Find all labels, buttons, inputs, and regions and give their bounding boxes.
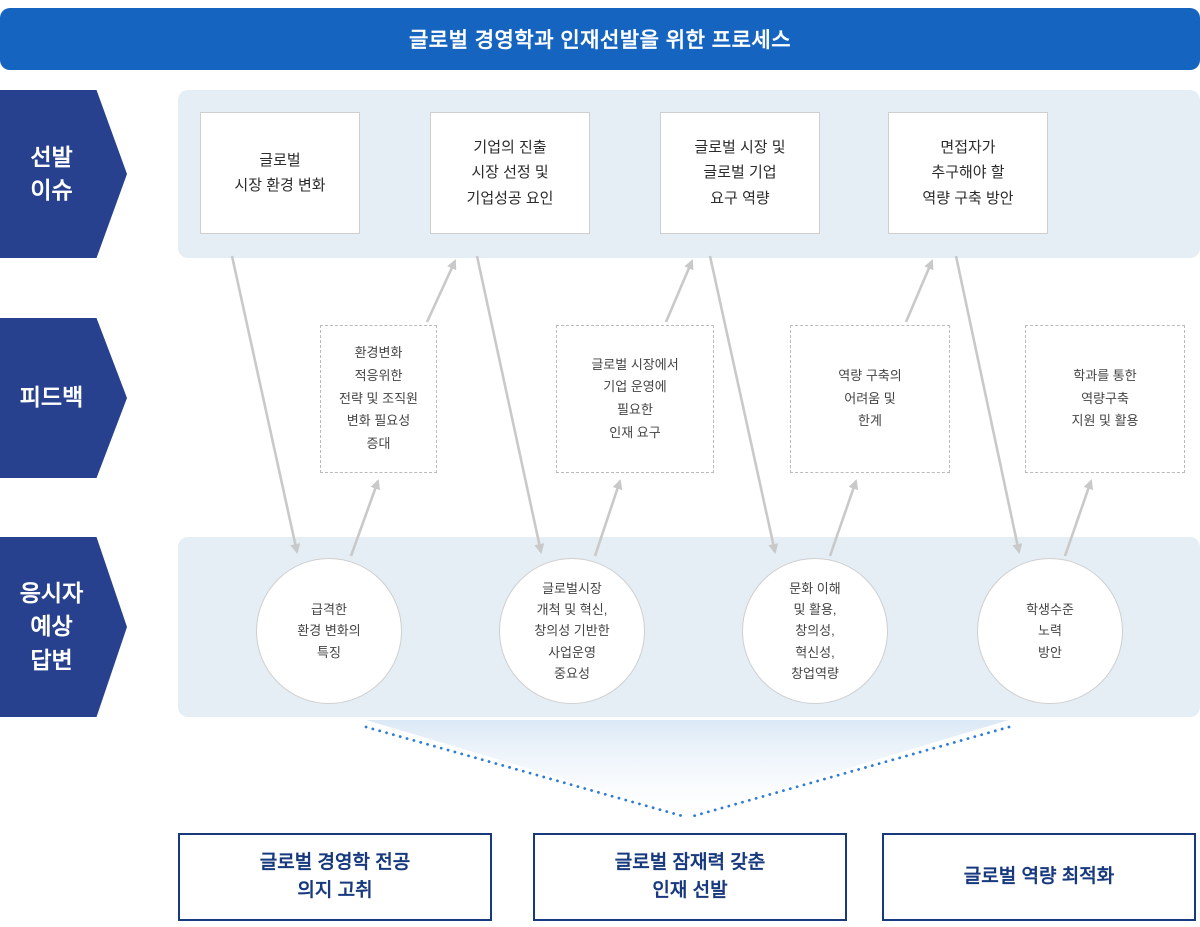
issue-box-text: 글로벌 시장 환경 변화 [234, 151, 326, 195]
issue-box-market-change: 글로벌 시장 환경 변화 [200, 112, 360, 234]
answer-circle-student-effort: 학생수준 노력 방안 [977, 558, 1123, 704]
feedback-box-limitations: 역량 구축의 어려움 및 한계 [790, 325, 950, 473]
answer-circle-culture: 문화 이해 및 활용, 창의성, 혁신성, 창업역량 [742, 558, 888, 704]
feedback-box-department-support: 학과를 통한 역량구축 지원 및 활용 [1025, 325, 1185, 473]
stage-label-selection-issues: 선발 이슈 [30, 143, 73, 203]
issue-box-text: 글로벌 시장 및 글로벌 기업 요구 역량 [694, 138, 786, 207]
arrow-issue1-to-answer1 [230, 255, 301, 554]
diagram-title: 글로벌 경영학과 인재선발을 위한 프로세스 [408, 29, 792, 52]
diagram-title-bar: 글로벌 경영학과 인재선발을 위한 프로세스 [0, 8, 1200, 70]
funnel-right-line [688, 725, 1011, 819]
arrow-issue2-to-answer2 [475, 255, 545, 554]
stage-label-feedback: 피드백 [19, 384, 84, 411]
answer-circle-text: 글로벌시장 개척 및 혁신, 창의성 기반한 사업운영 중요성 [534, 581, 610, 681]
arrow-issue3-to-answer3 [708, 255, 779, 554]
outcome-box-competency-optimization: 글로벌 역량 최적화 [882, 833, 1196, 921]
outcome-box-text: 글로벌 경영학 전공 의지 고취 [259, 851, 411, 902]
issue-box-required-competency: 글로벌 시장 및 글로벌 기업 요구 역량 [660, 112, 820, 234]
arrow-feedback1-to-issue2 [425, 259, 457, 323]
answer-circle-text: 문화 이해 및 활용, 창의성, 혁신성, 창업역량 [789, 581, 841, 681]
outcome-box-major-will: 글로벌 경영학 전공 의지 고취 [178, 833, 492, 921]
issue-box-text: 면접자가 추구해야 할 역량 구축 방안 [922, 138, 1014, 207]
feedback-box-text: 환경변화 적응위한 전략 및 조직원 변화 필요성 증대 [339, 345, 418, 452]
funnel-dotted-lines [364, 725, 1011, 819]
arrow-issue4-to-answer4 [954, 255, 1023, 554]
answer-circle-innovation: 글로벌시장 개척 및 혁신, 창의성 기반한 사업운영 중요성 [499, 558, 645, 704]
feedback-box-text: 글로벌 시장에서 기업 운영에 필요한 인재 요구 [591, 356, 679, 440]
answer-circle-text: 학생수준 노력 방안 [1026, 602, 1074, 660]
answer-circle-rapid-change: 급격한 환경 변화의 특징 [256, 558, 402, 704]
feedback-box-text: 역량 구축의 어려움 및 한계 [838, 367, 902, 429]
feedback-box-text: 학과를 통한 역량구축 지원 및 활용 [1071, 367, 1139, 429]
answer-circle-text: 급격한 환경 변화의 특징 [297, 602, 361, 660]
stage-arrow-selection-issues: 선발 이슈 [0, 90, 127, 258]
issue-box-text: 기업의 진출 시장 선정 및 기업성공 요인 [466, 138, 554, 207]
feedback-box-environment-change: 환경변화 적응위한 전략 및 조직원 변화 필요성 증대 [320, 325, 437, 473]
funnel-left-line [364, 725, 688, 819]
stage-label-expected-answers: 응시자 예상 답변 [19, 579, 84, 673]
feedback-box-talent-demand: 글로벌 시장에서 기업 운영에 필요한 인재 요구 [556, 325, 714, 473]
outcome-box-text: 글로벌 역량 최적화 [963, 865, 1115, 887]
stage-arrow-expected-answers: 응시자 예상 답변 [0, 537, 127, 717]
outcome-box-text: 글로벌 잠재력 갖춘 인재 선발 [614, 851, 766, 902]
funnel-gradient [366, 720, 1009, 816]
arrow-feedback3-to-issue4 [904, 259, 934, 323]
arrow-feedback2-to-issue3 [664, 259, 694, 323]
issue-box-entry-market: 기업의 진출 시장 선정 및 기업성공 요인 [430, 112, 590, 234]
issue-box-interviewee-plan: 면접자가 추구해야 할 역량 구축 방안 [888, 112, 1048, 234]
stage-arrow-feedback: 피드백 [0, 318, 127, 478]
outcome-box-talent-selection: 글로벌 잠재력 갖춘 인재 선발 [533, 833, 847, 921]
